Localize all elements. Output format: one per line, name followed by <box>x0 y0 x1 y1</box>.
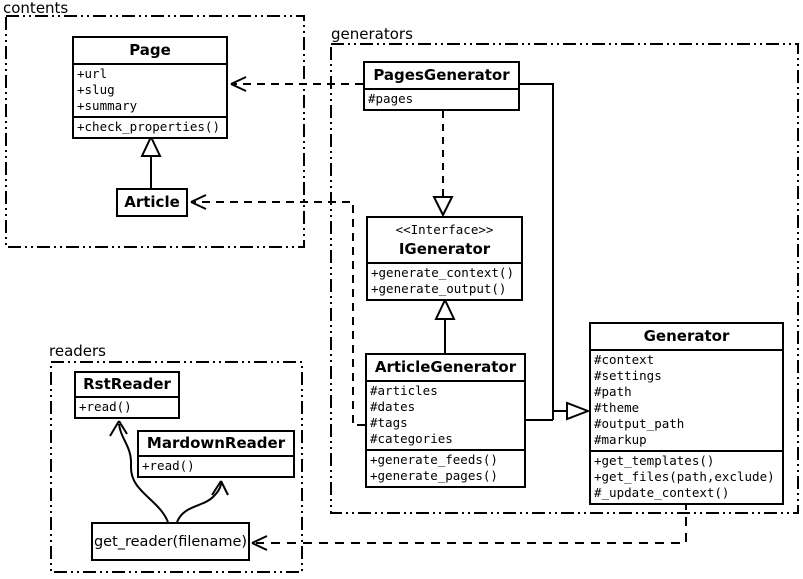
attribute: #theme <box>594 400 640 415</box>
class-generator-title: Generator <box>643 327 730 345</box>
class-articlegenerator-title: ArticleGenerator <box>374 358 517 376</box>
dependency-pagesgenerator-page <box>230 76 363 92</box>
class-pagesgenerator-title: PagesGenerator <box>373 66 510 84</box>
attribute: +slug <box>77 82 115 97</box>
attribute: #output_path <box>594 416 685 431</box>
attribute: +summary <box>77 98 138 113</box>
class-page-attributes: +url +slug +summary <box>74 63 226 116</box>
generators-package-border <box>330 43 799 514</box>
class-page-methods: +check_properties() <box>74 116 226 137</box>
call-getreader-rstreader <box>109 420 169 523</box>
class-igenerator-stereotype: <<Interface>> <box>395 222 494 237</box>
contents-package-label: contents <box>3 0 69 17</box>
attribute: #context <box>594 352 655 367</box>
class-articlegenerator: ArticleGenerator #articles #dates #tags … <box>365 353 526 488</box>
dependency-articlegenerator-article <box>190 194 365 426</box>
class-generator-attributes: #context #settings #path #theme #output_… <box>591 349 782 450</box>
function-get-reader-label: get_reader(filename) <box>93 533 248 550</box>
method: +check_properties() <box>77 119 220 134</box>
class-mardownreader-methods: +read() <box>139 455 293 476</box>
class-igenerator: <<Interface>> IGenerator +generate_conte… <box>366 216 523 301</box>
attribute: #categories <box>370 431 453 446</box>
attribute: #markup <box>594 432 647 447</box>
class-igenerator-title: IGenerator <box>398 240 491 258</box>
generalization-articlegenerator-igenerator <box>434 297 456 353</box>
method: +generate_feeds() <box>370 452 498 467</box>
class-pagesgenerator: PagesGenerator #pages <box>363 61 520 111</box>
class-pagesgenerator-attributes: #pages <box>365 88 518 109</box>
attribute: #settings <box>594 368 662 383</box>
method: +read() <box>142 458 195 473</box>
class-page-title: Page <box>129 41 171 59</box>
method: +generate_pages() <box>370 468 498 483</box>
readers-package-border <box>50 361 303 573</box>
class-rstreader-title: RstReader <box>83 375 171 393</box>
dependency-generator-getreader <box>251 501 687 551</box>
attribute: #articles <box>370 383 438 398</box>
class-rstreader-methods: +read() <box>76 396 178 417</box>
method: #_update_context() <box>594 485 730 500</box>
method: +generate_output() <box>371 281 507 296</box>
method: +generate_context() <box>371 265 514 280</box>
attribute: +url <box>77 66 108 81</box>
function-get-reader: get_reader(filename) <box>91 522 250 561</box>
contents-package-border <box>5 15 305 248</box>
realization-pagesgenerator-igenerator <box>432 111 454 218</box>
generators-package-label: generators <box>331 25 413 43</box>
method: +get_files(path,exclude) <box>594 469 775 484</box>
generalization-article-page <box>140 134 162 188</box>
method: +get_templates() <box>594 453 715 468</box>
class-mardownreader: MardownReader +read() <box>137 430 295 478</box>
class-articlegenerator-methods: +generate_feeds() +generate_pages() <box>367 449 524 486</box>
class-mardownreader-title: MardownReader <box>146 434 286 452</box>
class-article-title: Article <box>124 193 180 211</box>
readers-package-label: readers <box>49 342 106 360</box>
method: +read() <box>79 399 132 414</box>
attribute: #pages <box>368 91 414 106</box>
generalization-generators-generator <box>520 83 591 421</box>
call-getreader-mardownreader <box>176 480 229 523</box>
attribute: #dates <box>370 399 416 414</box>
attribute: #tags <box>370 415 408 430</box>
class-articlegenerator-attributes: #articles #dates #tags #categories <box>367 380 524 449</box>
class-generator: Generator #context #settings #path #them… <box>589 322 784 505</box>
class-rstreader: RstReader +read() <box>74 371 180 419</box>
class-page: Page +url +slug +summary +check_properti… <box>72 36 228 139</box>
class-igenerator-methods: +generate_context() +generate_output() <box>368 262 521 299</box>
class-article: Article <box>116 188 188 217</box>
attribute: #path <box>594 384 632 399</box>
class-generator-methods: +get_templates() +get_files(path,exclude… <box>591 450 782 503</box>
